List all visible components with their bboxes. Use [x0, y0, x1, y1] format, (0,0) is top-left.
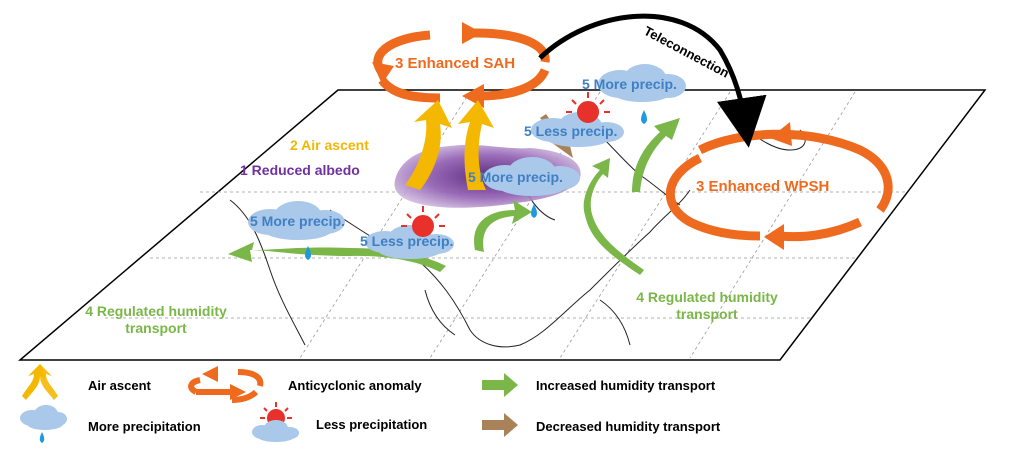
- cloud-center: [483, 157, 580, 218]
- sun-left: [401, 206, 445, 237]
- legend-decreased-humidity-label: Decreased humidity transport: [536, 419, 721, 434]
- legend-anticyclonic-label: Anticyclonic anomaly: [288, 378, 422, 393]
- label-enhanced-sah: 3 Enhanced SAH: [395, 55, 516, 72]
- label-less-precip-left: 5 Less precip.: [360, 233, 454, 249]
- sun-top: [566, 92, 610, 123]
- legend-increased-humidity-icon: [482, 373, 518, 397]
- label-air-ascent: 2 Air ascent: [290, 137, 369, 153]
- map-gridlines: [105, 91, 906, 359]
- sah-anticyclone: [372, 22, 550, 108]
- cloud-top-center: [531, 112, 624, 147]
- legend-increased-humidity-label: Increased humidity transport: [536, 378, 716, 393]
- legend-icons: [20, 364, 518, 443]
- legend-less-precip-label: Less precipitation: [316, 417, 428, 432]
- label-less-precip-top: 5 Less precip.: [524, 123, 618, 139]
- label-more-precip-left: 5 More precip.: [250, 213, 345, 229]
- legend-anticyclonic-icon: [188, 366, 264, 403]
- sun-icons: [401, 92, 610, 237]
- cloud-left-center: [365, 225, 454, 259]
- teleconnection-arrow: [538, 13, 767, 148]
- label-more-precip-center: 5 More precip.: [468, 169, 563, 185]
- clouds: [248, 64, 686, 260]
- legend-more-precip-label: More precipitation: [88, 419, 201, 434]
- legend-more-precip-icon: [20, 405, 67, 443]
- legend-decreased-humidity-icon: [482, 413, 518, 437]
- label-regulated-humidity-right: 4 Regulated humidity transport: [636, 289, 778, 322]
- humidity-transport-arrows: [228, 118, 680, 275]
- legend-less-precip-icon: [252, 402, 299, 442]
- label-regulated-humidity-left: 4 Regulated humidity transport: [85, 303, 227, 336]
- cloud-left: [248, 201, 345, 260]
- legend-air-ascent-label: Air ascent: [88, 378, 151, 393]
- label-enhanced-wpsh: 3 Enhanced WPSH: [696, 178, 830, 195]
- air-ascent-arrows: [405, 100, 494, 190]
- legend-air-ascent-icon: [22, 364, 58, 400]
- label-more-precip-top: 5 More precip.: [582, 76, 677, 92]
- cloud-top-right: [598, 64, 686, 124]
- label-reduced-albedo: 1 Reduced albedo: [240, 162, 360, 178]
